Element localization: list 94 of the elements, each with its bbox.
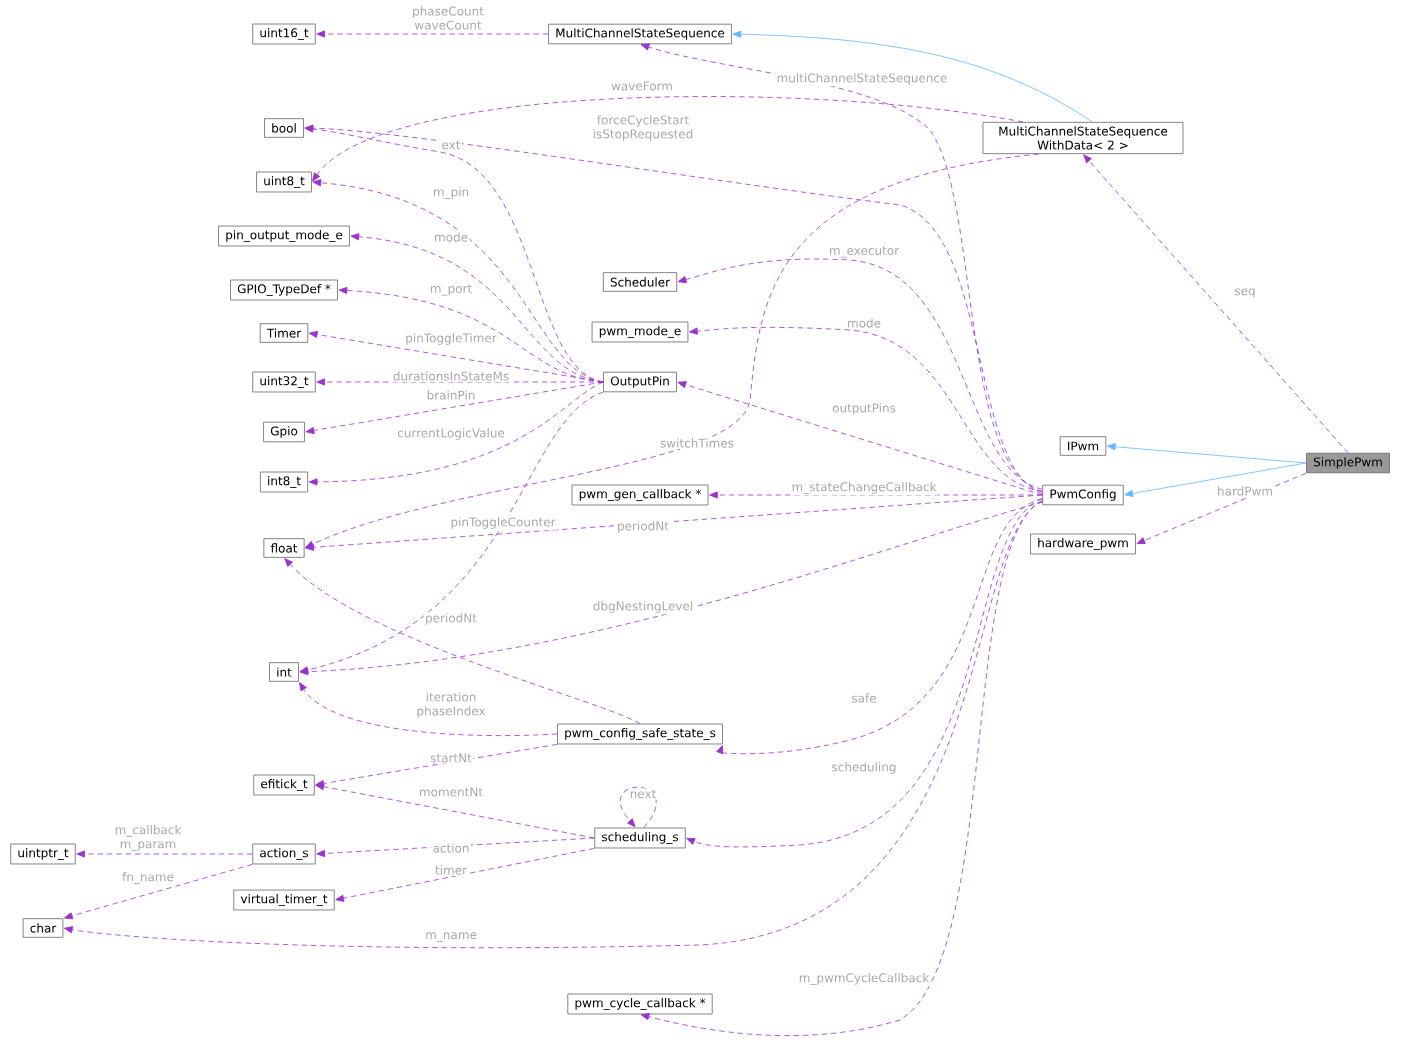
edge-label: m_pin	[431, 185, 471, 201]
arrow	[308, 381, 604, 486]
class-box: uint32_t	[252, 371, 316, 393]
edge-label: m_name	[423, 930, 479, 944]
class-box: PwmConfig	[1042, 484, 1124, 506]
edge-label: ext	[440, 139, 462, 151]
edge-label: action	[431, 842, 471, 854]
edge-label: currentLogicValue	[395, 426, 507, 442]
edge-label: hardPwm	[1215, 485, 1275, 497]
class-box: pwm_gen_callback *	[571, 484, 709, 506]
edge-label: seq	[1233, 287, 1257, 299]
arrow	[677, 381, 1043, 496]
class-box: Timer	[259, 323, 309, 343]
edge-label: next	[628, 788, 658, 800]
class-box: SimplePwm	[1306, 452, 1390, 474]
arrow	[316, 30, 549, 38]
arrow	[640, 500, 1043, 1036]
class-box: uintptr_t	[10, 843, 76, 865]
arrow	[304, 124, 1043, 494]
class-box: scheduling_s	[594, 827, 686, 849]
arrow	[709, 491, 1043, 499]
class-box: MultiChannelStateSequence WithData< 2 >	[982, 121, 1184, 155]
arrow	[305, 494, 1043, 551]
edge-label: durationsInStateMs	[391, 370, 511, 382]
edge-label: forceCycleStart isStopRequested	[586, 113, 700, 143]
class-box: float	[263, 538, 305, 558]
edge-label: scheduling	[830, 760, 898, 776]
class-box: int	[269, 662, 299, 682]
arrow	[312, 96, 1024, 182]
edge-label: brainPin	[425, 389, 477, 401]
arrow	[732, 30, 1093, 123]
class-box: pwm_config_safe_state_s	[557, 723, 723, 745]
edge-label: m_stateChangeCallback	[790, 480, 938, 496]
class-box: Gpio	[263, 421, 305, 443]
edge-label: periodNt	[423, 611, 479, 627]
arrow	[299, 391, 604, 674]
class-box: GPIO_TypeDef *	[230, 279, 338, 301]
edge-label: waveForm	[609, 80, 675, 92]
class-box: Scheduler	[602, 272, 678, 292]
arrow	[1106, 443, 1307, 464]
edge-label: pinToggleCounter	[449, 515, 557, 531]
edge-label: m_pwmCycleCallback	[797, 971, 931, 987]
arrow	[299, 682, 558, 736]
arrow	[716, 498, 1043, 755]
edge-label: iteration phaseIndex	[414, 690, 488, 720]
arrow	[1083, 154, 1349, 454]
edge-label: m_callback m_param	[109, 823, 187, 853]
arrow	[284, 558, 641, 724]
arrow	[335, 847, 595, 902]
edge-label: timer	[433, 864, 469, 876]
arrow	[1136, 472, 1307, 544]
class-box: OutputPin	[603, 371, 677, 393]
arrow	[619, 786, 657, 828]
class-box: virtual_timer_t	[233, 889, 335, 911]
class-box: IPwm	[1059, 436, 1107, 456]
arrow	[76, 850, 253, 858]
class-box: uint16_t	[252, 23, 316, 45]
edge-label: safe	[850, 692, 878, 704]
class-box: action_s	[252, 843, 316, 865]
class-box: MultiChannelStateSequence	[548, 23, 732, 45]
edge-label: m_port	[428, 283, 474, 297]
class-box: pin_output_mode_e	[218, 225, 350, 247]
edge-label: startNt	[428, 752, 474, 764]
edge-label: mode	[845, 317, 883, 329]
edge-label: periodNt	[615, 519, 671, 535]
class-box: int8_t	[259, 471, 309, 493]
arrow	[686, 498, 1043, 848]
edge-label: momentNt	[417, 786, 485, 798]
arrow	[63, 863, 253, 920]
arrow	[316, 837, 595, 858]
class-box: hardware_pwm	[1030, 533, 1136, 555]
arrow	[305, 153, 1040, 548]
edge-label: phaseCount waveCount	[409, 5, 487, 31]
arrow	[689, 326, 1043, 492]
edge-label: pinToggleTimer	[403, 331, 499, 347]
arrow	[1124, 462, 1307, 497]
arrow	[305, 381, 604, 435]
class-box: pwm_cycle_callback *	[567, 993, 713, 1015]
edge-label: dbgNestingLevel	[591, 599, 695, 615]
edge-label: fn_name	[120, 870, 176, 886]
arrow	[299, 501, 1043, 676]
edge-label: mode	[432, 231, 470, 243]
edge-label: m_executor	[827, 245, 901, 259]
arrow	[640, 43, 1043, 492]
edge-label: outputPins	[830, 401, 898, 417]
arrow	[316, 378, 604, 386]
arrow	[677, 258, 1043, 490]
class-box: pwm_mode_e	[591, 321, 689, 343]
class-box: bool	[264, 118, 304, 138]
edge-label: multiChannelStateSequence	[775, 71, 949, 87]
edge-label: switchTimes	[658, 437, 736, 449]
class-box: char	[22, 918, 64, 938]
class-box: efitick_t	[253, 774, 315, 796]
class-box: uint8_t	[256, 171, 312, 193]
